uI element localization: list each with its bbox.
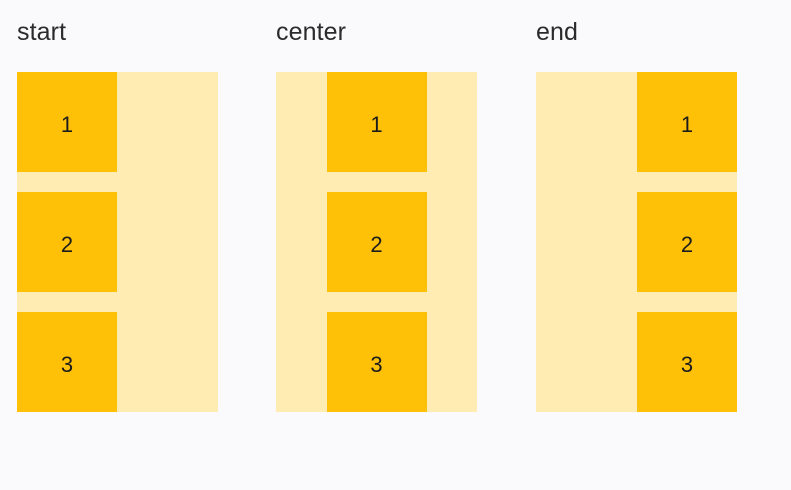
alignment-track-start: 1 2 3 xyxy=(17,72,218,412)
alignment-track-end: 1 2 3 xyxy=(536,72,737,412)
list-item: 1 xyxy=(17,72,117,172)
list-item: 2 xyxy=(17,192,117,292)
list-item: 3 xyxy=(17,312,117,412)
list-item: 1 xyxy=(326,72,427,172)
alignment-track-center: 1 2 3 xyxy=(276,72,477,412)
list-item: 1 xyxy=(637,72,737,172)
column-label-start: start xyxy=(17,18,67,46)
list-item: 2 xyxy=(326,192,427,292)
list-item: 3 xyxy=(637,312,737,412)
list-item: 2 xyxy=(637,192,737,292)
list-item: 3 xyxy=(326,312,427,412)
column-label-end: end xyxy=(536,18,579,46)
column-label-center: center xyxy=(276,18,347,46)
